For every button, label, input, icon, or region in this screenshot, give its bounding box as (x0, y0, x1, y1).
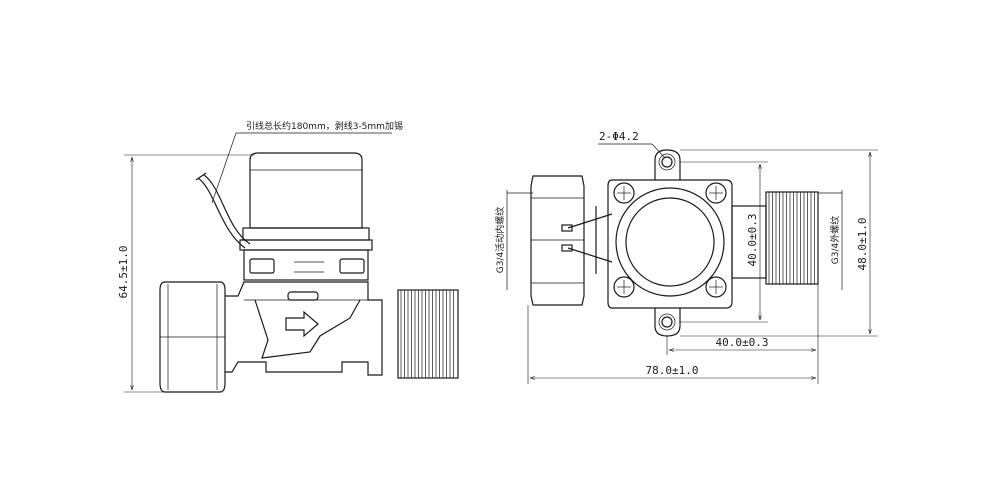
front-view: 2-Φ4.2 (494, 130, 878, 384)
side-height-label: 64.5±1.0 (117, 246, 130, 299)
hole-label: 2-Φ4.2 (599, 130, 639, 143)
terminal-pins (561, 206, 613, 274)
total-length-dimension: 78.0±1.0 (527, 305, 816, 384)
horizontal-hole-dimension: 40.0±0.3 (666, 284, 819, 384)
vertical-hole-label: 40.0±0.3 (746, 214, 759, 267)
side-height-dimension: 64.5±1.0 (117, 154, 255, 393)
screw-top-right (705, 182, 727, 204)
inlet-hex-nut (159, 281, 226, 393)
screw-bottom-right (705, 276, 727, 298)
flange-plate (607, 149, 733, 337)
front-inlet-nut (530, 175, 585, 306)
screw-top-left (613, 182, 635, 204)
lead-note: 引线总长约180mm，剥线3-5mm加锡 (211, 120, 403, 204)
outlet-threads (397, 289, 459, 379)
solenoid-coil (239, 152, 373, 281)
valve-body (225, 281, 383, 376)
front-height-dimension: 48.0±1.0 (680, 149, 878, 337)
screw-bottom-left (613, 276, 635, 298)
side-view: 64.5±1.0 引线总长约180mm，剥线3-5mm加锡 (117, 120, 459, 393)
hole-callout: 2-Φ4.2 (598, 130, 666, 159)
horizontal-hole-label: 40.0±0.3 (716, 336, 769, 349)
vertical-hole-dimension: 40.0±0.3 (680, 161, 768, 323)
front-outlet-threads (765, 191, 819, 285)
outlet-thread-label: G3/4外螺纹 (829, 216, 841, 264)
lead-wires (195, 172, 251, 249)
lead-note-text: 引线总长约180mm，剥线3-5mm加锡 (246, 120, 403, 132)
front-height-label: 48.0±1.0 (856, 218, 869, 271)
inlet-thread-label: G3/4活动内螺纹 (494, 207, 506, 273)
total-length-label: 78.0±1.0 (646, 364, 699, 377)
